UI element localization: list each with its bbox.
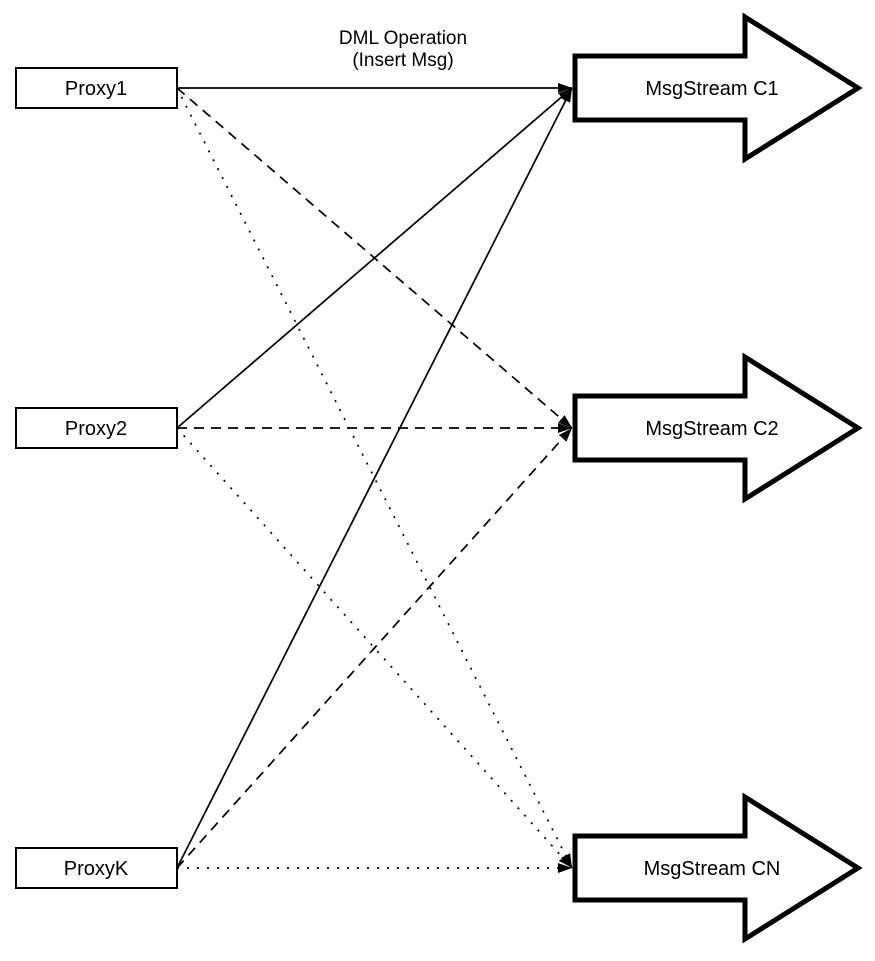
- edge-proxyk-c1: [176, 87, 573, 869]
- big-arrow-icon: [572, 352, 863, 504]
- proxy-node-proxy2: Proxy2: [15, 407, 178, 449]
- proxy-box: [15, 847, 178, 889]
- proxy-node-proxy1: Proxy1: [15, 67, 178, 109]
- proxy-node-proxyk: ProxyK: [15, 847, 178, 889]
- msgstream-node-c2: MsgStream C2: [572, 352, 863, 504]
- proxy-box: [15, 67, 178, 109]
- msgstream-label: MsgStream C1: [645, 78, 778, 100]
- diagram-title-line1: DML Operation: [339, 28, 467, 49]
- proxy-label: Proxy2: [65, 418, 127, 440]
- msgstream-label: MsgStream C2: [645, 418, 778, 440]
- big-arrow-icon: [572, 792, 863, 944]
- edge-proxyk-c2: [176, 427, 573, 869]
- proxy-label: Proxy1: [65, 78, 127, 100]
- msgstream-node-cn: MsgStream CN: [572, 792, 863, 944]
- proxy-box: [15, 407, 178, 449]
- proxy-label: ProxyK: [64, 858, 129, 880]
- edge-lines-layer: [176, 83, 573, 873]
- big-arrow-icon: [572, 12, 863, 164]
- msgstream-node-c1: MsgStream C1: [572, 12, 863, 164]
- msgstream-nodes-layer: MsgStream C1 MsgStream C2 MsgStream CN: [572, 12, 863, 944]
- msgstream-label: MsgStream CN: [644, 858, 781, 880]
- edge-proxy1-c2: [176, 87, 573, 429]
- diagram-title-line2: (Insert Msg): [352, 50, 453, 71]
